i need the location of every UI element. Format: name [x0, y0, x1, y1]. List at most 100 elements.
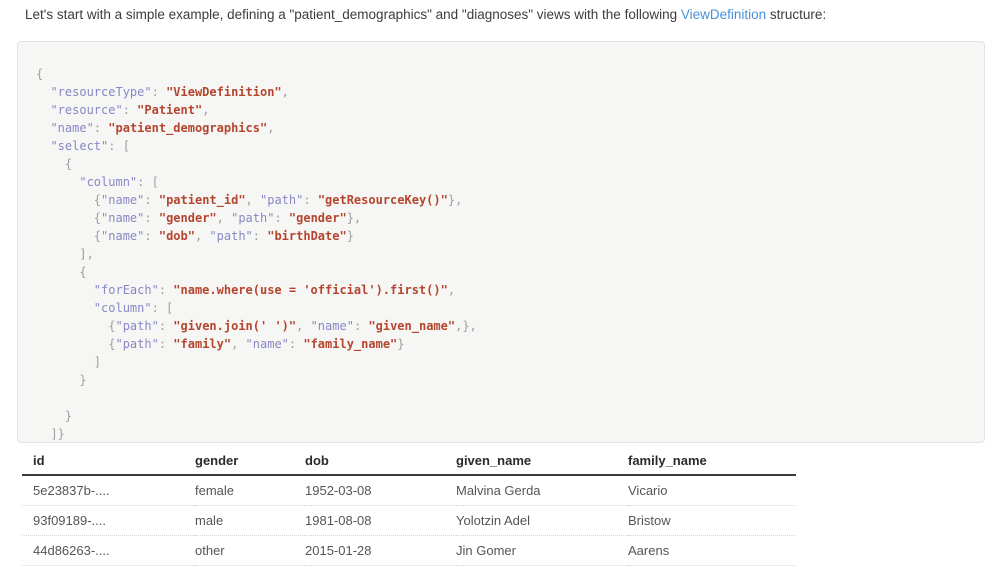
intro-text-after-link: structure:	[766, 7, 827, 22]
code-block: { "resourceType": "ViewDefinition", "res…	[17, 41, 985, 443]
code-token: ]}	[36, 427, 65, 441]
code-token: {	[36, 319, 116, 333]
code-line: {	[36, 65, 984, 83]
code-token: :	[158, 319, 174, 333]
viewdefinition-link[interactable]: ViewDefinition	[680, 7, 767, 22]
code-token: "name.where(use = 'official').first()"	[173, 283, 448, 297]
code-token: "name"	[101, 211, 145, 225]
results-table: id gender dob given_name family_name 5e2…	[22, 450, 796, 566]
cell-gender: male	[195, 505, 305, 536]
cell-dob: 2015-01-28	[305, 535, 456, 566]
column-header-family-name[interactable]: family_name	[628, 450, 796, 476]
column-header-given-name[interactable]: given_name	[456, 450, 628, 476]
json-code-content: { "resourceType": "ViewDefinition", "res…	[18, 54, 984, 442]
code-token: ,	[231, 337, 246, 351]
code-token: :	[252, 229, 268, 243]
code-line: "resourceType": "ViewDefinition",	[36, 83, 984, 101]
code-token: {	[36, 265, 87, 279]
column-header-gender[interactable]: gender	[195, 450, 305, 476]
code-token: }	[36, 373, 87, 387]
code-token: ,	[281, 85, 289, 99]
code-token: "path"	[260, 193, 304, 207]
cell-dob: 1952-03-08	[305, 475, 456, 506]
code-token	[36, 175, 79, 189]
code-token: :	[122, 103, 138, 117]
code-token: :	[144, 193, 159, 207]
cell-given-name: Yolotzin Adel	[456, 505, 628, 536]
code-token	[36, 301, 94, 315]
code-token: "resource"	[50, 103, 123, 117]
code-line: ],	[36, 245, 984, 263]
code-token: :	[288, 337, 304, 351]
code-line: {"path": "family", "name": "family_name"…	[36, 335, 984, 353]
code-token: {	[36, 193, 102, 207]
code-token: :	[93, 121, 109, 135]
code-token: :	[158, 283, 174, 297]
cell-family-name: Vicario	[628, 475, 796, 506]
code-token: "forEach"	[93, 283, 159, 297]
code-line: {"path": "given.join(' ')", "name": "giv…	[36, 317, 984, 335]
code-token: ,	[296, 319, 311, 333]
column-header-dob[interactable]: dob	[305, 450, 456, 476]
code-line: {"name": "dob", "path": "birthDate"}	[36, 227, 984, 245]
code-token: "birthDate"	[267, 229, 347, 243]
code-token: "name"	[50, 121, 94, 135]
code-token: }	[36, 409, 73, 423]
table-header-row: id gender dob given_name family_name	[22, 450, 796, 476]
code-token: :	[158, 337, 174, 351]
code-token: :	[144, 229, 159, 243]
code-token: }	[346, 229, 354, 243]
code-token: ,},	[455, 319, 477, 333]
code-token: ,	[216, 211, 232, 225]
code-line: }	[36, 407, 984, 425]
code-token: "column"	[93, 301, 152, 315]
code-token: {	[36, 229, 102, 243]
code-token: "gender"	[288, 211, 347, 225]
code-token: "given_name"	[368, 319, 456, 333]
code-token: }	[397, 337, 405, 351]
code-token: ,	[194, 229, 210, 243]
code-token: "column"	[79, 175, 138, 189]
cell-family-name: Aarens	[628, 535, 796, 566]
code-token: "name"	[245, 337, 289, 351]
code-token: "Patient"	[137, 103, 203, 117]
code-token: "path"	[209, 229, 253, 243]
code-token: :	[144, 211, 159, 225]
code-token	[36, 283, 94, 297]
code-token: :	[274, 211, 289, 225]
code-token: ,	[447, 283, 456, 297]
code-token: "path"	[115, 337, 159, 351]
code-token: : [	[137, 175, 159, 189]
intro-text-before-link: Let's start with a simple example, defin…	[25, 7, 681, 22]
code-token: "path"	[115, 319, 159, 333]
code-token: },	[346, 211, 362, 225]
code-line: {	[36, 263, 984, 281]
cell-id: 5e23837b-....	[22, 475, 195, 506]
code-token: },	[447, 193, 463, 207]
code-token: "gender"	[158, 211, 217, 225]
code-token: "patient_demographics"	[108, 121, 268, 135]
code-line: "select": [	[36, 137, 984, 155]
column-header-id[interactable]: id	[22, 450, 195, 476]
code-token: :	[353, 319, 369, 333]
code-line: ]}	[36, 425, 984, 442]
code-token: "select"	[50, 139, 109, 153]
code-token	[36, 139, 50, 153]
code-token: ,	[267, 121, 275, 135]
cell-given-name: Malvina Gerda	[456, 475, 628, 506]
cell-family-name: Bristow	[628, 505, 796, 536]
results-table-head: id gender dob given_name family_name	[22, 450, 796, 476]
code-line: {"name": "patient_id", "path": "getResou…	[36, 191, 984, 209]
code-token	[36, 121, 50, 135]
code-token: {	[36, 211, 102, 225]
code-token: : [	[151, 301, 174, 315]
code-token: "patient_id"	[158, 193, 246, 207]
code-token: {	[36, 157, 73, 171]
cell-id: 93f09189-....	[22, 505, 195, 536]
code-token: "getResourceKey()"	[317, 193, 448, 207]
cell-gender: other	[195, 535, 305, 566]
